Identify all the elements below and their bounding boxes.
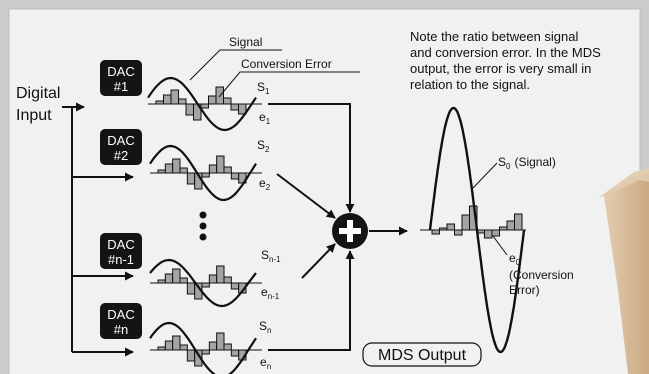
sn-label: Sn: [259, 319, 271, 335]
output-error-bar: [491, 229, 500, 237]
s0-pointer-line: [472, 162, 498, 189]
error-bar: [223, 343, 232, 351]
ellipsis-dots: [199, 211, 207, 241]
error-bar: [208, 95, 217, 105]
input-distribution-lines: [62, 102, 134, 357]
e2-label: e2: [259, 176, 271, 192]
note-line-4: relation to the signal.: [410, 77, 530, 92]
signal-curve: [149, 321, 257, 374]
s2-label: S2: [257, 138, 270, 154]
output-error-bar: [514, 213, 523, 231]
output-error-bar: [484, 229, 493, 239]
output-error-bar: [454, 229, 463, 236]
output-error-bar: [506, 220, 515, 231]
dac-box-n-1-line2: #n-1: [108, 252, 134, 267]
dac-box-2-line2: #2: [114, 148, 128, 163]
error-bar: [230, 349, 240, 357]
signal-curve: [147, 76, 257, 132]
error-bar: [172, 158, 181, 174]
s1-label: S1: [257, 80, 270, 96]
note-line-1: Note the ratio between signal: [410, 29, 578, 44]
output-error-bar: [446, 223, 455, 231]
error-bar: [223, 97, 232, 105]
error-bar: [216, 265, 225, 284]
dac-box-n-1: DAC #n-1: [100, 233, 142, 269]
error-bar: [164, 340, 174, 351]
mds-output-title: MDS Output: [362, 342, 482, 367]
error-bar: [163, 94, 172, 105]
signal-curve: [149, 144, 257, 202]
error-bar: [179, 344, 188, 351]
s0-signal-label: S0(Signal): [498, 155, 556, 171]
error-bar: [186, 172, 196, 185]
dac-n-waveform: [149, 321, 262, 374]
dac-box-n-line1: DAC: [107, 307, 134, 322]
dac-box-n-line2: #n: [114, 322, 128, 337]
signal-label: Signal: [229, 35, 262, 49]
conversion-error-label: Conversion Error: [241, 57, 332, 71]
summing-node-plus-icon: [332, 213, 368, 249]
error-bar: [200, 103, 209, 109]
en-1-label: en-1: [261, 285, 280, 301]
error-bar: [186, 282, 196, 295]
e0-error-label-line2: (Conversion: [509, 268, 574, 282]
error-bar: [201, 172, 210, 178]
note-line-2: and conversion error. In the MDS: [410, 45, 601, 60]
error-bar: [230, 282, 240, 290]
e1-label: e1: [259, 110, 271, 126]
dac-box-1: DAC #1: [100, 60, 142, 96]
digital-input-label-line2: Input: [16, 107, 52, 124]
dac-box-2: DAC #2: [100, 129, 142, 165]
dac-n-1-waveform: [149, 258, 262, 308]
dac-2-waveform: [149, 144, 262, 202]
dac-box-n-1-line1: DAC: [107, 237, 134, 252]
e0-error-label: e0: [509, 251, 521, 267]
dac-1-waveform: [147, 76, 262, 132]
signal-curve: [149, 258, 257, 308]
mds-output-title-text: MDS Output: [378, 347, 467, 364]
e0-pointer-line: [492, 235, 508, 256]
error-bar: [185, 103, 194, 116]
error-bar: [230, 172, 240, 180]
en-label: en: [260, 355, 271, 371]
dac-box-1-line1: DAC: [107, 64, 134, 79]
summing-connections: [268, 103, 408, 351]
error-bar: [208, 164, 218, 174]
error-bar: [178, 98, 187, 105]
error-bar: [164, 273, 174, 284]
error-bar: [216, 332, 225, 351]
error-bar: [179, 277, 188, 284]
error-bar: [172, 268, 181, 284]
mds-output-waveform: [420, 106, 526, 354]
dac-box-2-line1: DAC: [107, 133, 134, 148]
output-error-bar: [461, 214, 470, 231]
callout-lines: [189, 49, 360, 98]
error-bar: [186, 349, 196, 362]
error-bar: [201, 349, 210, 355]
error-bar: [201, 282, 210, 288]
dac-box-n: DAC #n: [100, 303, 142, 339]
error-bar: [223, 276, 232, 284]
error-bar: [216, 155, 225, 174]
error-bar: [223, 166, 232, 174]
e0-error-label-line3: Error): [509, 283, 540, 297]
digital-input-label: Digital: [16, 85, 60, 102]
note-line-3: output, the error is very small in: [410, 61, 591, 76]
error-bar: [179, 167, 188, 174]
sn-1-label: Sn-1: [261, 248, 281, 264]
decorative-box-graphic: [598, 168, 649, 374]
error-bar: [170, 89, 179, 105]
error-bar: [164, 163, 174, 174]
output-error-bar: [431, 229, 440, 235]
error-bar: [230, 103, 239, 111]
output-signal-curve: [428, 106, 526, 354]
error-bar: [208, 341, 218, 351]
dac-box-1-line2: #1: [114, 79, 128, 94]
error-bar: [208, 274, 218, 284]
error-bar: [172, 335, 181, 351]
